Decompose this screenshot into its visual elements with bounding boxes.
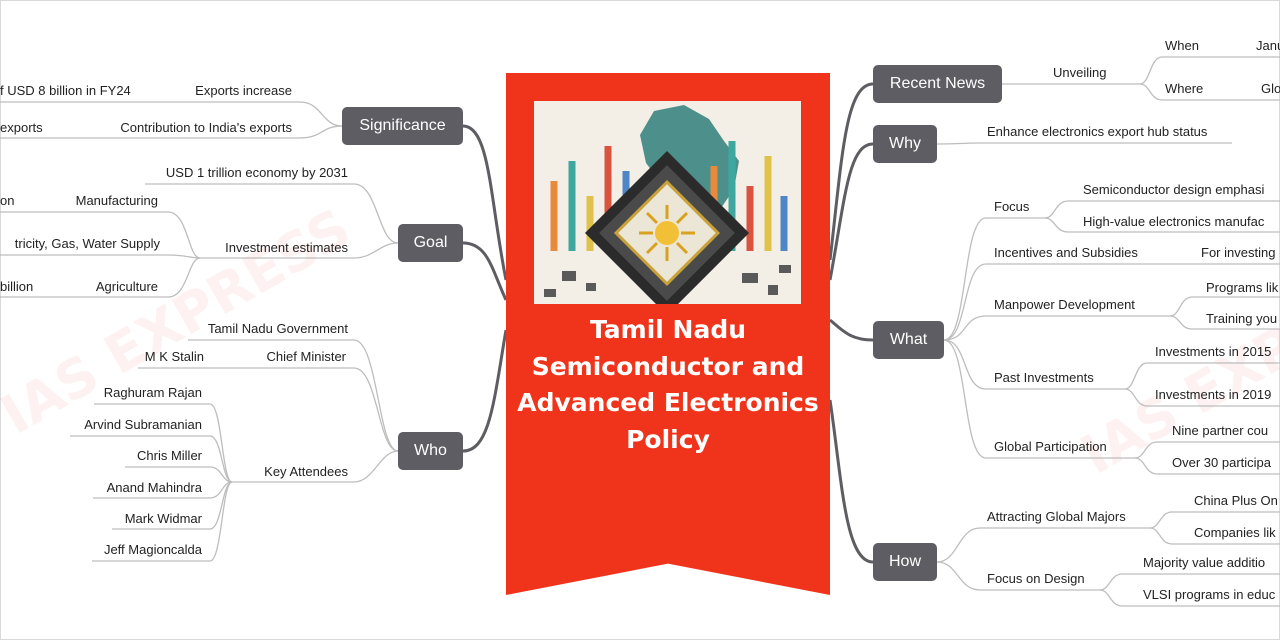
node-incentives-item[interactable]: For investing — [1201, 245, 1276, 260]
node-design-item[interactable]: Majority value additio — [1143, 555, 1266, 570]
node-exports-increase[interactable]: Exports increase — [195, 83, 292, 98]
node-attendee[interactable]: Chris Miller — [137, 448, 202, 463]
node-tn-government[interactable]: Tamil Nadu Government — [207, 321, 348, 336]
node-past-investment-item[interactable]: Investments in 2015 — [1155, 344, 1272, 359]
branch-goal[interactable]: Goal — [398, 224, 463, 262]
node-exports-value[interactable]: f USD 8 billion in FY24 — [0, 83, 131, 98]
node-manpower-item[interactable]: Training you — [1206, 311, 1278, 326]
branch-recent-news[interactable]: Recent News — [873, 65, 1002, 103]
leaf-connectors — [0, 56, 1280, 607]
node-when[interactable]: When — [1165, 38, 1199, 53]
node-mk-stalin[interactable]: M K Stalin — [144, 349, 204, 364]
node-manufacturing-value[interactable]: on — [0, 193, 15, 208]
node-global-item[interactable]: Nine partner cou — [1172, 423, 1269, 438]
node-attendee[interactable]: Mark Widmar — [124, 511, 202, 526]
node-contribution-exports[interactable]: Contribution to India's exports — [120, 120, 292, 135]
node-design-item[interactable]: VLSI programs in educ — [1143, 587, 1276, 602]
node-focus[interactable]: Focus — [994, 199, 1030, 214]
node-manpower-item[interactable]: Programs lik — [1206, 280, 1279, 295]
node-when-value[interactable]: Janu — [1256, 38, 1280, 53]
node-attendee[interactable]: Raghuram Rajan — [103, 385, 202, 400]
node-contribution-value[interactable]: exports — [0, 120, 43, 135]
branch-who[interactable]: Who — [398, 432, 463, 470]
node-global-participation[interactable]: Global Participation — [994, 439, 1107, 454]
node-focus-item[interactable]: High-value electronics manufac — [1083, 214, 1265, 229]
node-investment-estimates[interactable]: Investment estimates — [225, 240, 348, 255]
node-trillion-economy[interactable]: USD 1 trillion economy by 2031 — [165, 165, 348, 180]
node-past-investments[interactable]: Past Investments — [994, 370, 1094, 385]
branch-what[interactable]: What — [873, 321, 944, 359]
central-illustration — [534, 101, 801, 304]
node-attendee[interactable]: Jeff Magioncalda — [103, 542, 202, 557]
node-export-hub[interactable]: Enhance electronics export hub status — [987, 124, 1208, 139]
node-unveiling[interactable]: Unveiling — [1053, 65, 1107, 80]
node-attracting-majors[interactable]: Attracting Global Majors — [987, 509, 1126, 524]
branch-how[interactable]: How — [873, 543, 937, 581]
node-majors-item[interactable]: China Plus On — [1194, 493, 1278, 508]
node-manufacturing[interactable]: Manufacturing — [75, 193, 158, 208]
node-incentives[interactable]: Incentives and Subsidies — [994, 245, 1138, 260]
node-utilities[interactable]: tricity, Gas, Water Supply — [14, 236, 160, 251]
node-attendee[interactable]: Arvind Subramanian — [84, 417, 202, 432]
branch-why[interactable]: Why — [873, 125, 937, 163]
node-chief-minister[interactable]: Chief Minister — [266, 349, 346, 364]
node-focus-item[interactable]: Semiconductor design emphasi — [1083, 182, 1265, 197]
node-manpower[interactable]: Manpower Development — [994, 297, 1135, 312]
node-past-investment-item[interactable]: Investments in 2019 — [1155, 387, 1272, 402]
node-where-value[interactable]: Glo — [1261, 81, 1280, 96]
node-agriculture[interactable]: Agriculture — [95, 279, 158, 294]
node-key-attendees[interactable]: Key Attendees — [264, 464, 348, 479]
node-global-item[interactable]: Over 30 participa — [1172, 455, 1271, 470]
node-majors-item[interactable]: Companies lik — [1194, 525, 1276, 540]
node-focus-design[interactable]: Focus on Design — [987, 571, 1085, 586]
node-where[interactable]: Where — [1165, 81, 1204, 96]
node-agriculture-value[interactable]: billion — [0, 279, 34, 294]
node-attendee[interactable]: Anand Mahindra — [106, 480, 202, 495]
branch-significance[interactable]: Significance — [342, 107, 463, 145]
central-topic-title: Tamil Nadu Semiconductor and Advanced El… — [517, 315, 819, 454]
branch-connectors — [462, 82, 874, 564]
